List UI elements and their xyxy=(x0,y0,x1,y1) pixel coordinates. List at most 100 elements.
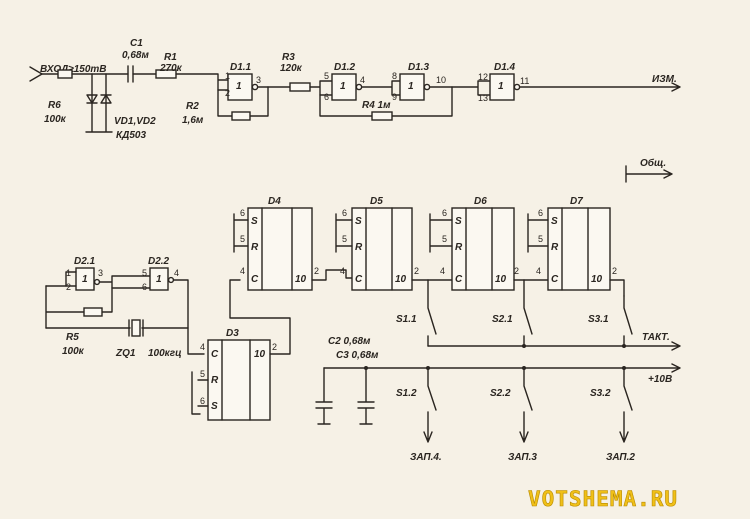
watermark-logo: VOTSHEMA.RU xyxy=(528,487,678,511)
svg-text:2: 2 xyxy=(314,266,319,276)
svg-text:1: 1 xyxy=(340,81,346,92)
d1-2-gate xyxy=(331,73,357,101)
output-label: ИЗМ. xyxy=(652,74,677,85)
counter-chain: D4 S R C 10 6 5 4 2 D5 S R C 10 6 5 4 2 … xyxy=(233,196,625,297)
svg-text:1: 1 xyxy=(82,274,88,285)
s3-2-switch xyxy=(619,367,633,443)
c1-value: 0,68м xyxy=(122,50,149,61)
c2-label: C2 0,68м xyxy=(328,336,371,347)
d1-3-label: D1.3 xyxy=(408,62,430,73)
svg-text:2: 2 xyxy=(66,282,71,292)
s2-2-switch xyxy=(519,367,533,443)
switch-section: S1.1 S2.1 S3.1 ТАКТ. +10В C2 0,68м C3 0,… xyxy=(315,279,681,463)
svg-text:R: R xyxy=(455,242,463,253)
d6-chip xyxy=(451,207,515,291)
common-label: Общ. xyxy=(640,157,666,169)
c3-label: C3 0,68м xyxy=(336,350,379,361)
d6-label: D6 xyxy=(474,196,487,207)
svg-text:4: 4 xyxy=(200,342,205,352)
svg-text:R: R xyxy=(251,242,259,253)
d2-2-label: D2.2 xyxy=(148,256,170,267)
svg-text:1: 1 xyxy=(236,81,242,92)
s1-1-label: S1.1 xyxy=(396,314,417,325)
svg-text:C: C xyxy=(355,274,363,285)
svg-text:5: 5 xyxy=(240,234,245,244)
svg-text:2: 2 xyxy=(514,266,519,276)
takt-arrow-icon xyxy=(427,341,681,351)
d5-label: D5 xyxy=(370,196,383,207)
svg-text:3: 3 xyxy=(98,268,103,278)
d1-3-gate xyxy=(399,73,425,101)
oscillator-section: 1 D2.1 1 2 3 1 D2.2 5 6 4 R5 100к ZQ1 10… xyxy=(45,256,205,359)
d7-chip xyxy=(547,207,611,291)
svg-text:5: 5 xyxy=(342,234,347,244)
zq1-value: 100кгц xyxy=(148,348,182,359)
svg-text:4: 4 xyxy=(536,266,541,276)
c1-name: C1 xyxy=(130,38,143,49)
zq1-crystal xyxy=(131,319,141,337)
d2-2-gate xyxy=(149,267,169,291)
svg-text:6: 6 xyxy=(342,208,347,218)
svg-text:S: S xyxy=(211,401,218,412)
svg-text:1: 1 xyxy=(156,274,162,285)
svg-text:R: R xyxy=(551,242,559,253)
svg-text:10: 10 xyxy=(295,274,307,285)
c1-capacitor xyxy=(127,65,134,83)
r3-value: 120к xyxy=(280,63,303,74)
svg-text:C: C xyxy=(251,274,259,285)
c3-capacitor xyxy=(357,367,375,425)
d4-label: D4 xyxy=(268,196,281,207)
r5-name: R5 xyxy=(66,332,79,343)
d4-chip xyxy=(247,207,313,291)
d5-chip xyxy=(351,207,413,291)
svg-text:11: 11 xyxy=(520,76,529,86)
svg-text:S: S xyxy=(355,216,362,227)
svg-text:C: C xyxy=(551,274,559,285)
svg-text:S: S xyxy=(251,216,258,227)
svg-text:13: 13 xyxy=(478,93,488,103)
r6-name: R6 xyxy=(48,100,61,111)
zap3-label: ЗАП.3 xyxy=(508,452,537,463)
r3-resistor xyxy=(289,82,311,92)
svg-text:C: C xyxy=(455,274,463,285)
d3-counter: D3 C R S 10 4 5 6 2 xyxy=(191,279,291,421)
vd-name: VD1,VD2 xyxy=(114,116,156,127)
zq1-name: ZQ1 xyxy=(115,348,136,359)
svg-text:10: 10 xyxy=(254,349,266,360)
svg-text:6: 6 xyxy=(200,396,205,406)
d3-label: D3 xyxy=(226,328,239,339)
r3-name: R3 xyxy=(282,52,295,63)
svg-text:5: 5 xyxy=(538,234,543,244)
r6-value: 100к xyxy=(44,114,67,125)
r2-resistor xyxy=(231,111,251,121)
r5-resistor xyxy=(83,307,103,317)
vd-value: КД503 xyxy=(116,130,146,141)
s3-2-label: S3.2 xyxy=(590,388,611,399)
svg-text:10: 10 xyxy=(591,274,603,285)
svg-text:10: 10 xyxy=(395,274,407,285)
svg-text:1: 1 xyxy=(408,81,414,92)
s3-1-label: S3.1 xyxy=(588,314,609,325)
vplus-arrow-icon xyxy=(323,363,681,373)
svg-text:1: 1 xyxy=(225,71,230,81)
svg-text:12: 12 xyxy=(478,72,488,82)
svg-text:4: 4 xyxy=(240,266,245,276)
svg-text:1: 1 xyxy=(498,81,504,92)
s2-1-switch xyxy=(523,279,533,347)
svg-text:4: 4 xyxy=(174,268,179,278)
svg-text:9: 9 xyxy=(392,92,397,102)
r1-name: R1 xyxy=(164,52,177,63)
d7-label: D7 xyxy=(570,196,583,207)
svg-text:10: 10 xyxy=(436,75,446,85)
s1-2-switch xyxy=(423,367,437,443)
output-arrow-icon xyxy=(519,82,681,92)
s2-2-label: S2.2 xyxy=(490,388,511,399)
svg-text:3: 3 xyxy=(256,75,261,85)
r6-resistor xyxy=(57,69,73,79)
vplus-label: +10В xyxy=(648,374,672,385)
r5-value: 100к xyxy=(62,346,85,357)
r2-value: 1,6м xyxy=(182,115,204,126)
d1-1-label: D1.1 xyxy=(230,62,252,73)
